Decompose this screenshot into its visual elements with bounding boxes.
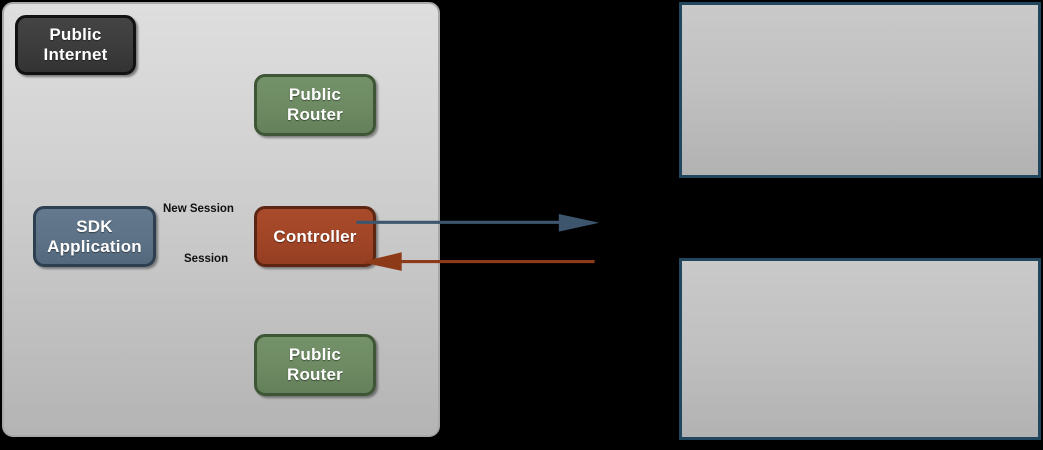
node-public-router-top[interactable]: Public Router xyxy=(254,74,376,136)
session-arrow xyxy=(361,252,595,271)
node-public-router-top-label: Public Router xyxy=(287,85,343,124)
node-sdk-application[interactable]: SDK Application xyxy=(33,206,156,267)
node-public-router-bottom[interactable]: Public Router xyxy=(254,334,376,396)
node-public-internet-label: Public Internet xyxy=(43,25,108,64)
node-public-internet[interactable]: Public Internet xyxy=(15,15,136,75)
private-network-2-panel: Private Network 2 Private Router Applica… xyxy=(679,258,1041,440)
public-internet-panel: Public Internet Public Router SDK Applic… xyxy=(2,2,600,437)
private-network-1-panel: Private Network 1 Private Router Applica… xyxy=(679,2,1041,178)
edge-label-session: Session xyxy=(184,253,229,265)
edge-label-new-session: New Session xyxy=(163,203,234,215)
node-sdk-application-label: SDK Application xyxy=(47,216,142,256)
node-controller[interactable]: Controller xyxy=(254,206,376,267)
node-controller-label: Controller xyxy=(273,226,357,246)
new-session-arrow xyxy=(356,214,600,232)
node-public-router-bottom-label: Public Router xyxy=(287,345,343,384)
